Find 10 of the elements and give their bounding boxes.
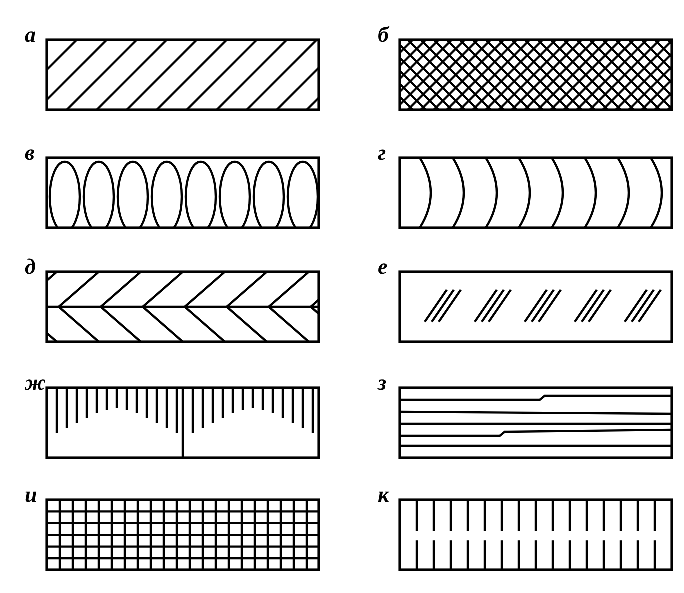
panel-letter: в [25, 142, 35, 164]
panel-letter: а [25, 24, 36, 46]
panel-letter: ж [25, 372, 46, 394]
panel-letter: д [25, 256, 36, 278]
panel-letter: и [25, 484, 38, 506]
panel-letter: е [378, 256, 388, 278]
panel-letter: з [378, 372, 387, 394]
panel-letter: к [378, 484, 390, 506]
panel-letter: г [378, 142, 386, 164]
panel-letter: б [378, 24, 389, 46]
